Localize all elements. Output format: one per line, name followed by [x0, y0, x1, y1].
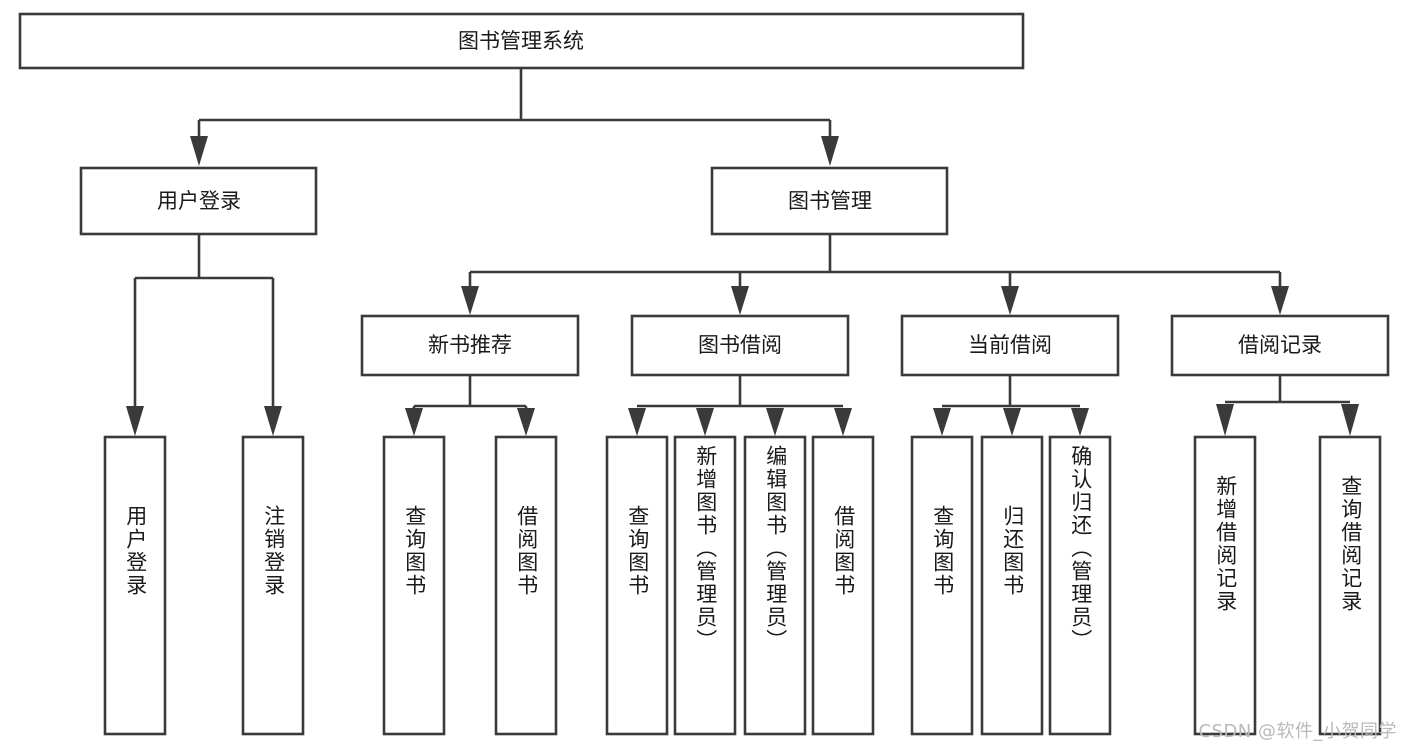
- node-root-label: 图书管理系统: [458, 29, 584, 53]
- node-user-login[interactable]: 用户登录: [79, 166, 318, 236]
- arrowhead-newbook-leaf-2: [517, 408, 535, 436]
- connector-group: [126, 68, 1359, 436]
- node-root[interactable]: 图书管理系统: [18, 12, 1025, 70]
- leaf-box-borrow-borrow-book[interactable]: [811, 435, 875, 736]
- arrowhead-bookborrow-leaf-3: [766, 408, 784, 436]
- arrowhead-bookborrow-leaf-4: [834, 408, 852, 436]
- node-book-management[interactable]: 图书管理: [710, 166, 949, 236]
- arrowhead-bookborrow-leaf-2: [696, 408, 714, 436]
- leaf-box-record-add[interactable]: [1193, 435, 1257, 736]
- node-borrow-record[interactable]: 借阅记录: [1170, 314, 1390, 377]
- leaf-box-recommend-query-book[interactable]: [382, 435, 446, 736]
- node-current-borrow[interactable]: 当前借阅: [900, 314, 1120, 377]
- leaf-box-borrow-add-book[interactable]: [673, 435, 737, 736]
- node-new-book-recommend-box: [360, 314, 580, 377]
- node-book-borrow-box: [630, 314, 850, 377]
- arrowhead-currentborrow-leaf-2: [1003, 408, 1021, 436]
- arrowhead-bookborrow: [731, 286, 749, 315]
- arrowhead-leaf-logout: [264, 406, 282, 436]
- leaf-box-logout[interactable]: [241, 435, 305, 736]
- csdn-watermark: CSDN @软件_小贺同学: [1198, 721, 1397, 742]
- leaf-box-current-confirm-return[interactable]: [1048, 435, 1112, 736]
- arrowhead-currentborrow: [1001, 286, 1019, 315]
- arrowhead-borrowrecord-leaf-1: [1216, 404, 1234, 436]
- node-book-management-label: 图书管理: [788, 189, 872, 213]
- leaf-box-current-return-book[interactable]: [980, 435, 1044, 736]
- node-book-borrow-label: 图书借阅: [698, 333, 782, 357]
- arrowhead-currentborrow-leaf-1: [933, 408, 951, 436]
- arrowhead-borrowrecord-leaf-2: [1341, 404, 1359, 436]
- leaf-box-current-query-book[interactable]: [910, 435, 974, 736]
- leaf-box-record-query[interactable]: [1318, 435, 1382, 736]
- node-borrow-record-box: [1170, 314, 1390, 377]
- node-current-borrow-box: [900, 314, 1120, 377]
- node-borrow-record-label: 借阅记录: [1238, 333, 1322, 357]
- node-new-book-recommend-label: 新书推荐: [428, 333, 512, 357]
- arrowhead-bookmgmt: [821, 136, 839, 166]
- arrowhead-borrowrecord: [1271, 286, 1289, 315]
- leaf-box-user-login[interactable]: [103, 435, 167, 736]
- node-user-login-label: 用户登录: [157, 189, 241, 213]
- leaf-box-borrow-query-book[interactable]: [605, 435, 669, 736]
- leaf-box-group: [103, 435, 1382, 736]
- arrowhead-currentborrow-leaf-3: [1071, 408, 1089, 436]
- arrowhead-userlogin: [190, 136, 208, 166]
- node-new-book-recommend[interactable]: 新书推荐: [360, 314, 580, 377]
- arrowhead-leaf-user-login: [126, 406, 144, 436]
- arrowhead-newbook-leaf-1: [405, 408, 423, 436]
- node-root-box: [18, 12, 1025, 70]
- node-book-borrow[interactable]: 图书借阅: [630, 314, 850, 377]
- leaf-box-recommend-borrow-book[interactable]: [494, 435, 558, 736]
- arrowhead-newbook: [461, 286, 479, 315]
- node-current-borrow-label: 当前借阅: [968, 333, 1052, 357]
- arrowhead-bookborrow-leaf-1: [628, 408, 646, 436]
- leaf-box-borrow-edit-book[interactable]: [743, 435, 807, 736]
- node-book-management-box: [710, 166, 949, 236]
- node-user-login-box: [79, 166, 318, 236]
